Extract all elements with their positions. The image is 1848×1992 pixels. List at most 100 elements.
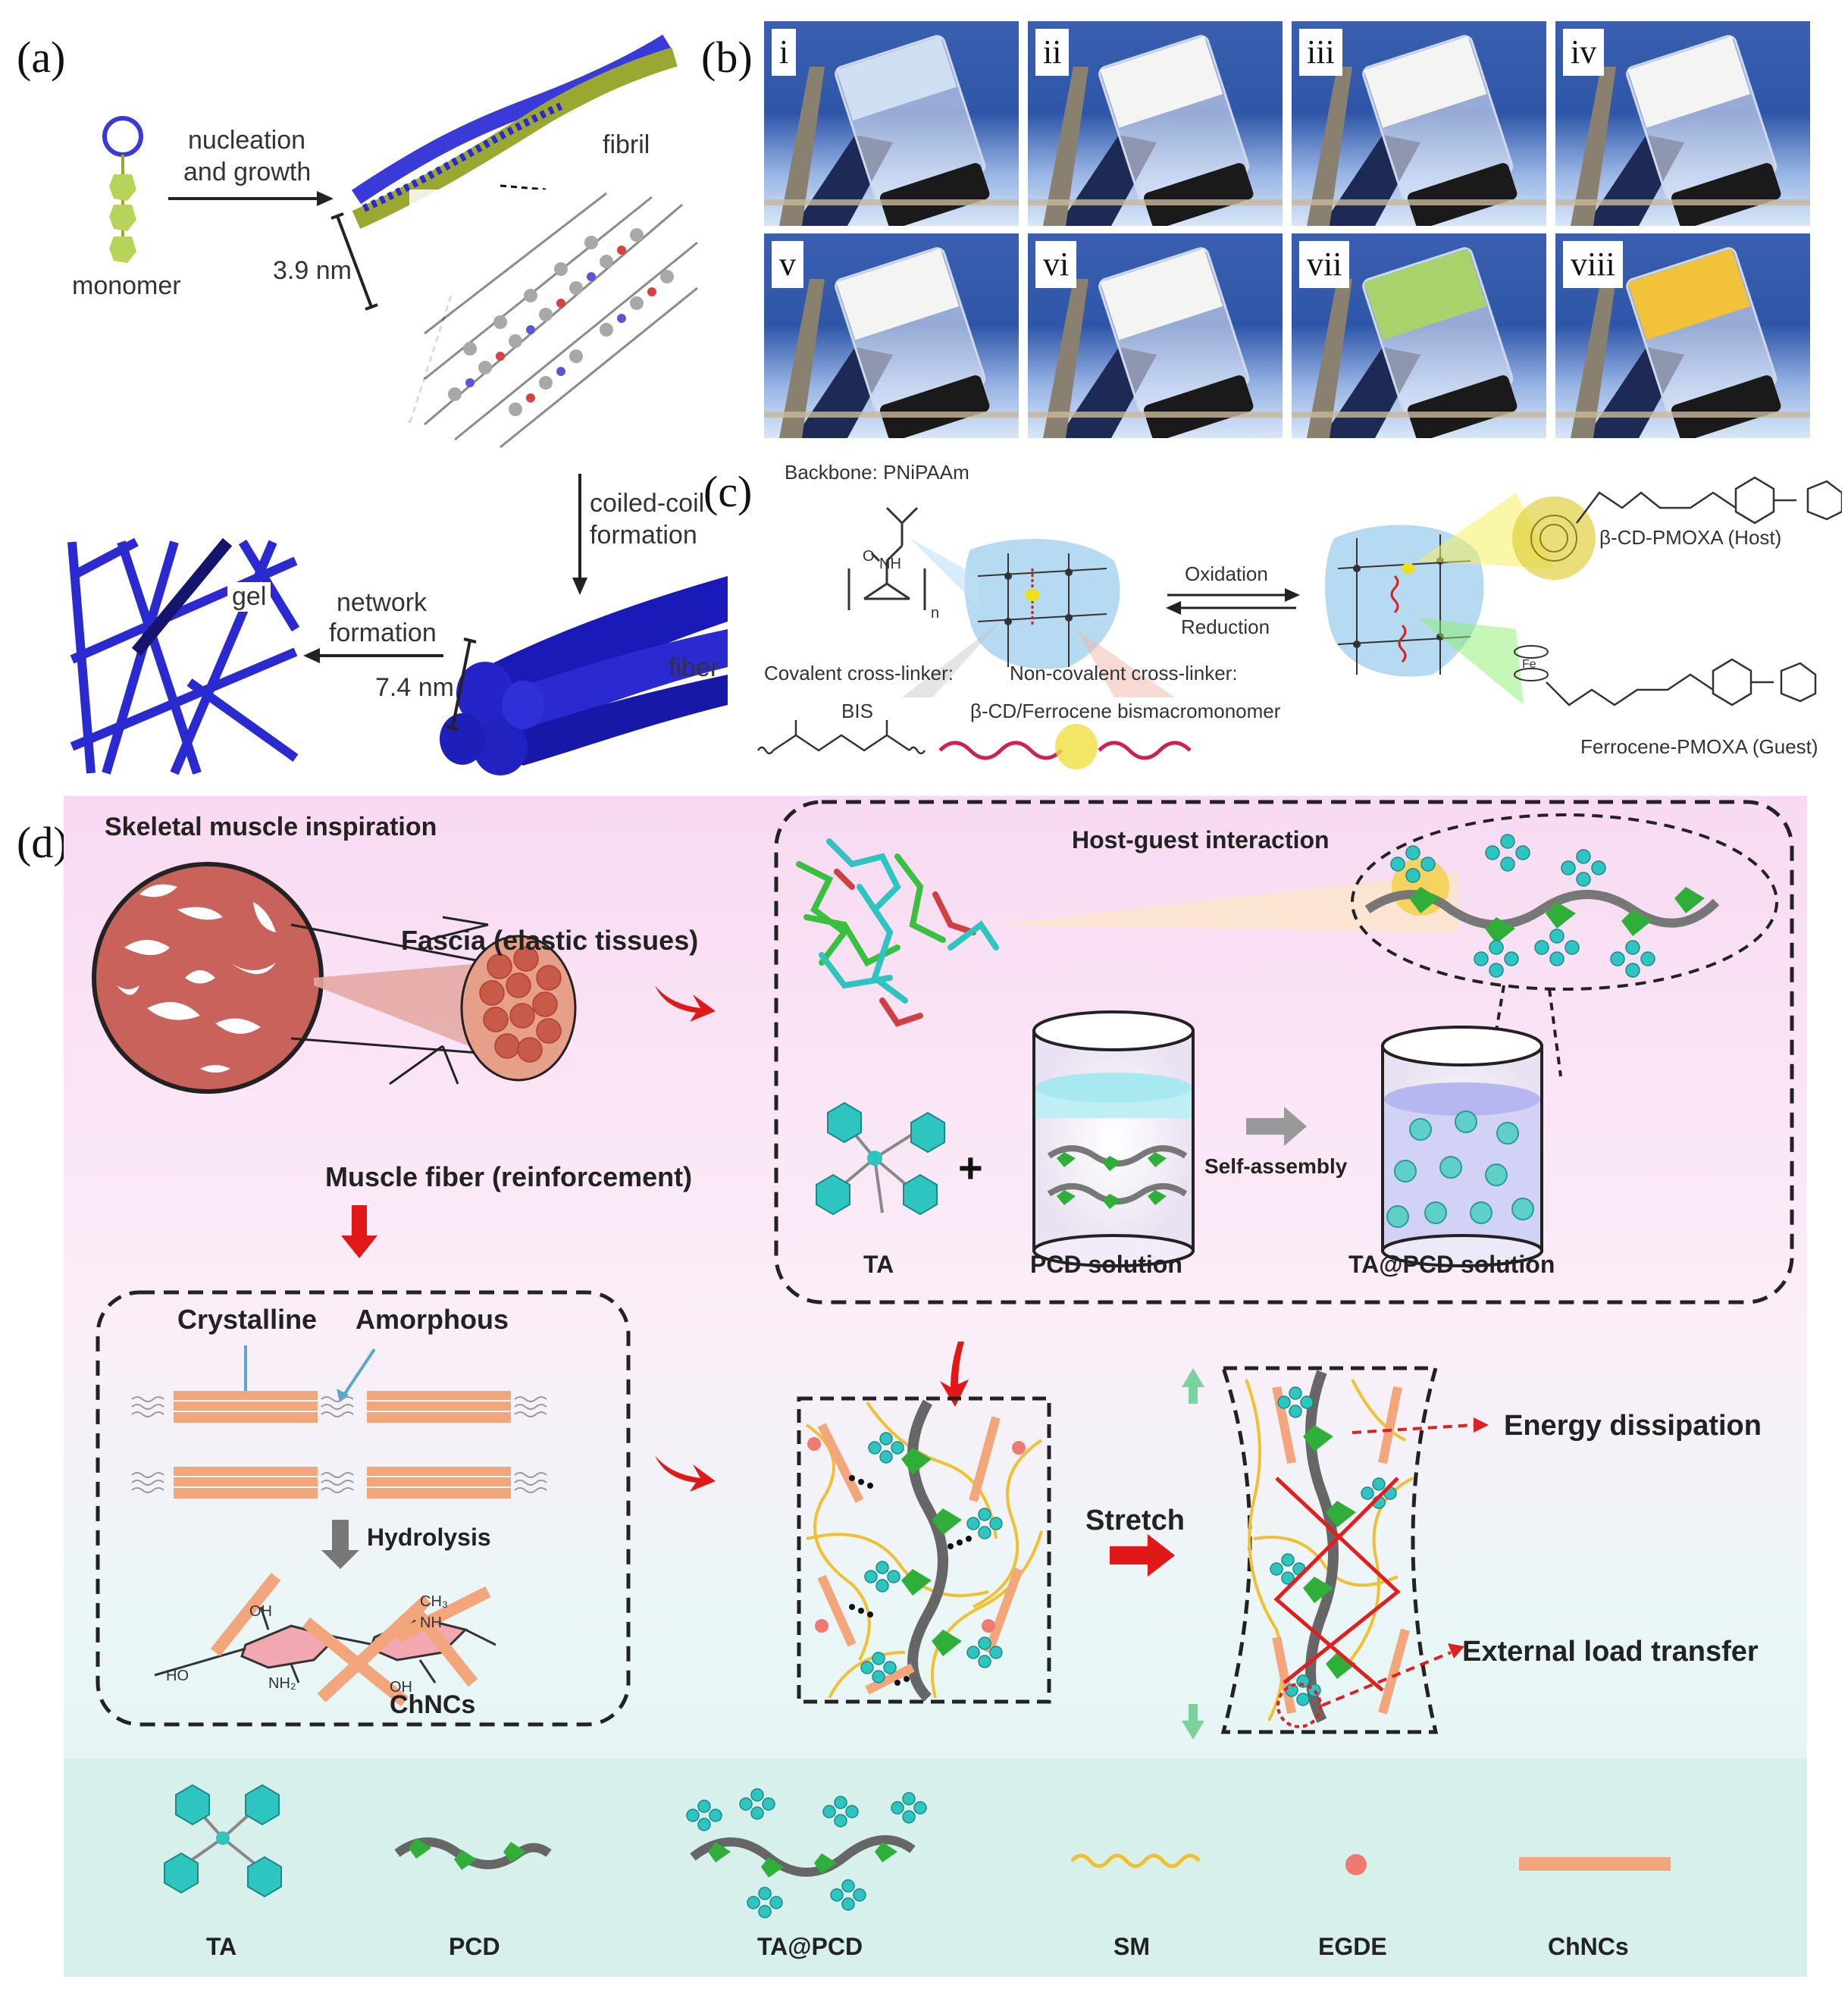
vial-tag: i [772, 29, 797, 76]
vial-photo-4: iv [1555, 21, 1810, 226]
panel-d-drawing: + [64, 796, 1807, 1977]
host-label: β-CD-PMOXA (Host) [1599, 526, 1782, 549]
chem-ch3: CH₃ [420, 1593, 449, 1610]
skeletal-muscle-title: Skeletal muscle inspiration [105, 813, 437, 841]
legend-glyphs [164, 1784, 1671, 1918]
svg-text:n: n [931, 605, 939, 622]
hydrogel-network-box [797, 1396, 1051, 1704]
coiled-label-1: coiled-coil [590, 489, 705, 518]
chem-ho: HO [166, 1668, 189, 1684]
fiber-label: fiber [669, 653, 719, 682]
stretch-label: Stretch [1085, 1505, 1185, 1536]
external-load-label: External load transfer [1462, 1636, 1759, 1668]
vial-tag: v [772, 241, 803, 288]
legend-egde-label: EGDE [1318, 1933, 1387, 1960]
panel-a: monomer nucleation and growth fibril 3.9… [0, 0, 728, 788]
panel-c-drawing: NH O n [756, 476, 1842, 769]
panel-c: NH O n [750, 447, 1842, 781]
bis-structure [756, 720, 926, 755]
legend-ta-glyph [164, 1784, 282, 1898]
chem-nh2: NH₂ [268, 1675, 296, 1692]
legend-tapcd-label: TA@PCD [757, 1933, 863, 1960]
vial-tag: vii [1299, 241, 1350, 288]
crystalline-bars [131, 1391, 547, 1499]
beta-cd-host-glyph [1512, 496, 1596, 580]
legend-egde-glyph [1345, 1854, 1367, 1875]
chncs-label: ChNCs [390, 1690, 476, 1719]
reduction-label: Reduction [1181, 615, 1270, 638]
self-assembly-label: Self-assembly [1204, 1154, 1348, 1178]
muscle-fiber-label: Muscle fiber (reinforcement) [325, 1161, 693, 1192]
panel-label-d: (d) [17, 818, 68, 867]
ta-molecule [816, 1101, 945, 1216]
network-label-2: formation [329, 619, 437, 647]
panel-label-c: (c) [703, 467, 753, 516]
chem-oh: OH [249, 1603, 272, 1620]
vial-drawing [764, 247, 1019, 438]
noncovalent-label: Non-covalent cross-linker: [1010, 662, 1238, 684]
vial-drawing [1555, 35, 1810, 226]
ta-pcd-solution-cup [1381, 1026, 1543, 1267]
legend-pcd-glyph [394, 1837, 552, 1870]
chem-oh2: OH [390, 1679, 412, 1696]
ta-pcd-solution-label: TA@PCD solution [1348, 1251, 1555, 1278]
vial-tag: iii [1299, 29, 1342, 76]
vial-drawing [1028, 247, 1283, 438]
covalent-label: Covalent cross-linker: [764, 662, 954, 684]
gel-label: gel [227, 582, 271, 612]
vial-photo-2: ii [1028, 21, 1283, 226]
legend-ta-label: TA [206, 1933, 237, 1960]
stretched-network-box [1220, 1366, 1439, 1734]
vial-drawing [1292, 247, 1546, 438]
vial-photo-5: v [764, 233, 1019, 438]
vial-tag: viii [1563, 241, 1623, 288]
vial-tag: vi [1035, 241, 1077, 288]
panel-label-b: (b) [701, 33, 753, 82]
guest-label: Ferrocene-PMOXA (Guest) [1580, 735, 1818, 758]
nucleation-label-2: and growth [183, 158, 312, 186]
panel-d: + [64, 796, 1807, 1977]
coiled-label-2: formation [590, 521, 697, 550]
fibril-size-label: 3.9 nm [273, 256, 352, 285]
vial-drawing [1292, 35, 1546, 226]
hydrogel-network [805, 1399, 1043, 1702]
muscle-cross-section [92, 862, 324, 1094]
legend-sm-glyph [1070, 1853, 1201, 1868]
red-arrows [341, 985, 1175, 1577]
legend-chncs-label: ChNCs [1548, 1933, 1629, 1960]
panel-label-a: (a) [17, 33, 66, 82]
ta-molecules-ellipse [1390, 834, 1655, 978]
molecular-packing [409, 189, 698, 449]
ta-label: TA [863, 1251, 894, 1278]
svg-text:O: O [863, 548, 875, 565]
stretched-network [1245, 1370, 1489, 1728]
vial-drawing [1555, 247, 1810, 438]
legend-sm-label: SM [1113, 1933, 1150, 1960]
backbone-label: Backbone: PNiPAAm [785, 461, 969, 484]
vial-drawing [764, 35, 1019, 226]
svg-text:Fe: Fe [1522, 658, 1536, 671]
host-guest-label: Host-guest interaction [1072, 826, 1330, 853]
bis-label: BIS [841, 700, 873, 722]
legend-tapcd-glyph [686, 1788, 927, 1918]
nucleation-label-1: nucleation [188, 126, 306, 155]
crystalline-box [96, 1290, 631, 1727]
svg-text:NH: NH [879, 556, 901, 572]
energy-dissipation-label: Energy dissipation [1504, 1410, 1762, 1442]
vial-photo-6: vi [1028, 233, 1283, 438]
bismacro-label: β-CD/Ferrocene bismacromonomer [970, 700, 1281, 722]
oxidation-label: Oxidation [1185, 562, 1268, 585]
fascia-label: Fascia (elastic tissues) [401, 925, 699, 956]
crystalline-label: Crystalline [177, 1304, 318, 1335]
fiber-bundle [440, 576, 728, 775]
legend-chncs-glyph [1519, 1857, 1671, 1871]
network-label-1: network [337, 588, 428, 617]
chitin-structure [154, 1573, 496, 1707]
vial-photo-3: iii [1292, 21, 1546, 226]
molecular-model [796, 838, 999, 1027]
pnipaam-structure [847, 506, 926, 610]
panel-a-drawing [67, 34, 728, 775]
bismacromonomer-glyph [938, 724, 1192, 769]
vial-photo-7: vii [1292, 233, 1546, 438]
